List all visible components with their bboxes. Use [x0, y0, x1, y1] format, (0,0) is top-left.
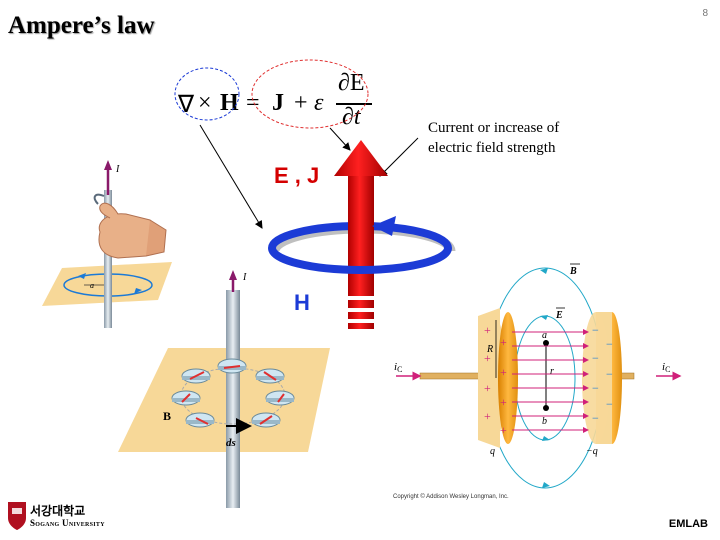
eq-denominator: ∂t [342, 104, 361, 130]
h-loop-arrowhead [372, 216, 396, 236]
charge-minus: − [592, 351, 599, 365]
cap-r-label: R [486, 344, 493, 355]
charge-plus: + [500, 335, 507, 349]
charge-minus: − [592, 381, 599, 395]
eq-numerator-text: ∂E [338, 70, 365, 96]
slide-title: Ampere’s law [8, 12, 155, 39]
charge-plus: + [484, 381, 491, 395]
ej-label: E , J [274, 163, 320, 188]
eq-equals: = [246, 90, 260, 116]
capacitor-figure [419, 267, 635, 489]
cap-i-left: iC [394, 361, 402, 374]
pointer-to-arrow [329, 127, 351, 151]
compass-needles [171, 358, 295, 434]
footer-emlab: EMLAB [668, 518, 708, 530]
hand-current-label: I [115, 164, 120, 175]
charge-plus: + [484, 409, 491, 423]
eq-epsilon: ε [314, 90, 324, 116]
h-label: H [294, 290, 310, 315]
charge-minus: − [606, 337, 613, 351]
pointer-from-note [379, 137, 419, 177]
charge-minus: − [606, 367, 613, 381]
wire-element-label: ds [226, 437, 236, 449]
cap-i-right: iC [662, 361, 670, 374]
wire-field-label: B [163, 409, 171, 423]
charge-minus: − [592, 323, 599, 337]
source-term-highlight [251, 59, 369, 129]
charge-plus: + [500, 423, 507, 437]
plate-charges: + + + + + + + + − − − − − − − [484, 323, 613, 437]
page-number: 8 [702, 8, 708, 19]
note-line-2: electric field strength [428, 140, 556, 156]
pointer-to-loop [199, 124, 263, 229]
e-field-lines [396, 329, 682, 433]
current-note: Current or increase of electric field st… [428, 118, 608, 158]
sogang-emblem [8, 502, 26, 530]
copyright-text: Copyright © Addison Wesley Longman, Inc. [393, 494, 509, 500]
eq-j: J [272, 90, 284, 116]
note-line-1: Current or increase of [428, 120, 560, 136]
cap-q-right: −q [586, 446, 598, 457]
wire-current-label: I [242, 272, 247, 283]
charge-minus: − [592, 411, 599, 425]
cap-e-label: E [555, 310, 563, 321]
eq-nabla: ∇ [178, 92, 195, 118]
eq-times: × [198, 90, 212, 116]
charge-plus: + [500, 365, 507, 379]
curl-h-highlight [174, 67, 240, 121]
cap-a-label: a [542, 330, 547, 341]
hand-radius-label: a [90, 281, 94, 290]
eq-fraction-bar [336, 103, 372, 105]
university-name-korean: 서강대학교 [30, 504, 86, 518]
right-hand-figure [42, 160, 172, 328]
ej-arrow [334, 140, 388, 329]
charge-plus: + [484, 351, 491, 365]
cap-b-point-label: b [542, 416, 547, 427]
eq-numerator: ∂E [338, 70, 365, 97]
cap-b-label: B [569, 266, 577, 277]
university-name-english: Sogang University [30, 518, 105, 528]
h-loop-front [268, 247, 452, 274]
charge-plus: + [484, 323, 491, 337]
cap-r-small-label: r [550, 366, 554, 377]
cap-q-left: q [490, 446, 495, 457]
charge-plus: + [500, 395, 507, 409]
charge-minus: − [606, 397, 613, 411]
eq-h: H [220, 90, 239, 116]
ampere-equation: ∇ × H = J + ε ∂E ∂t [176, 70, 386, 130]
eq-plus: + [294, 90, 308, 116]
